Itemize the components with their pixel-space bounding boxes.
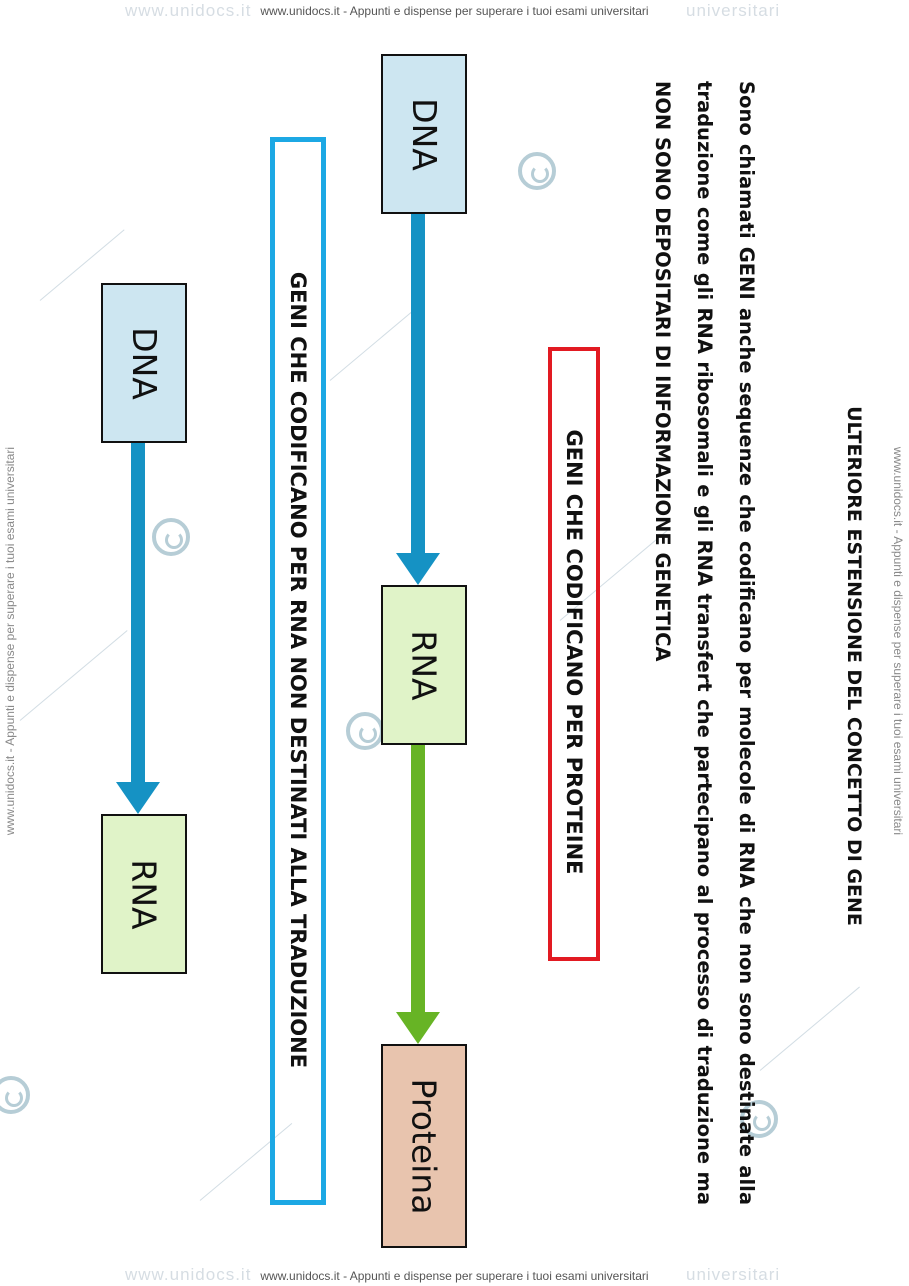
watermark-side-left: www.unidocs.it - Appunti e dispense per … (3, 446, 17, 836)
protein-flow-protein-box: Proteina (381, 1044, 467, 1248)
protein-genes-label: GENI CHE CODIFICANO PER PROTEINE (562, 429, 586, 875)
unidocs-logo-icon (0, 1076, 30, 1114)
protein-flow-arrowhead-dna-rna (396, 553, 440, 585)
protein-flow-protein-label: Proteina (404, 1078, 444, 1214)
protein-flow-rna-label: RNA (404, 629, 444, 701)
watermark-faint-site: www.unidocs.it (125, 1, 252, 20)
unidocs-logo-icon (740, 1100, 778, 1138)
watermark-line (19, 630, 128, 721)
protein-flow-dna-label: DNA (404, 97, 444, 171)
watermark-side-right: www.unidocs.it - Appunti e dispense per … (891, 446, 905, 836)
protein-flow-arrow-rna-protein (411, 745, 425, 1012)
watermark-faint-site: www.unidocs.it (125, 1265, 252, 1284)
watermark-line (329, 302, 423, 381)
protein-flow-rna-box: RNA (381, 585, 467, 745)
rna-genes-frame (270, 137, 326, 1205)
unidocs-logo-icon (152, 518, 190, 556)
watermark-bottom: www.unidocs.it - Appunti e dispense per … (260, 1269, 649, 1283)
rna-flow-rna-label: RNA (124, 858, 164, 930)
unidocs-logo-icon (518, 152, 556, 190)
rna-flow-arrow-dna-rna (131, 443, 145, 783)
rna-genes-label: GENI CHE CODIFICANO PER RNA NON DESTINAT… (286, 271, 310, 1069)
rna-flow-dna-label: DNA (124, 326, 164, 400)
protein-flow-dna-box: DNA (381, 54, 467, 214)
watermark-faint-word: universitari (686, 1, 781, 20)
page-title: ULTERIORE ESTENSIONE DEL CONCETTO DI GEN… (843, 406, 865, 926)
watermark-faint-word: universitari (686, 1265, 781, 1284)
watermark-top: www.unidocs.it - Appunti e dispense per … (260, 4, 649, 18)
unidocs-logo-icon (346, 712, 384, 750)
rna-flow-rna-box: RNA (101, 814, 187, 974)
protein-flow-arrow-dna-rna (411, 214, 425, 554)
intro-paragraph: Sono chiamati GENI anche sequenze che co… (651, 81, 758, 1205)
rna-flow-dna-box: DNA (101, 283, 187, 443)
protein-flow-arrowhead-rna-protein (396, 1012, 440, 1044)
protein-genes-frame (548, 347, 600, 961)
rna-flow-arrowhead-dna-rna (116, 782, 160, 814)
watermark-line (759, 986, 860, 1071)
